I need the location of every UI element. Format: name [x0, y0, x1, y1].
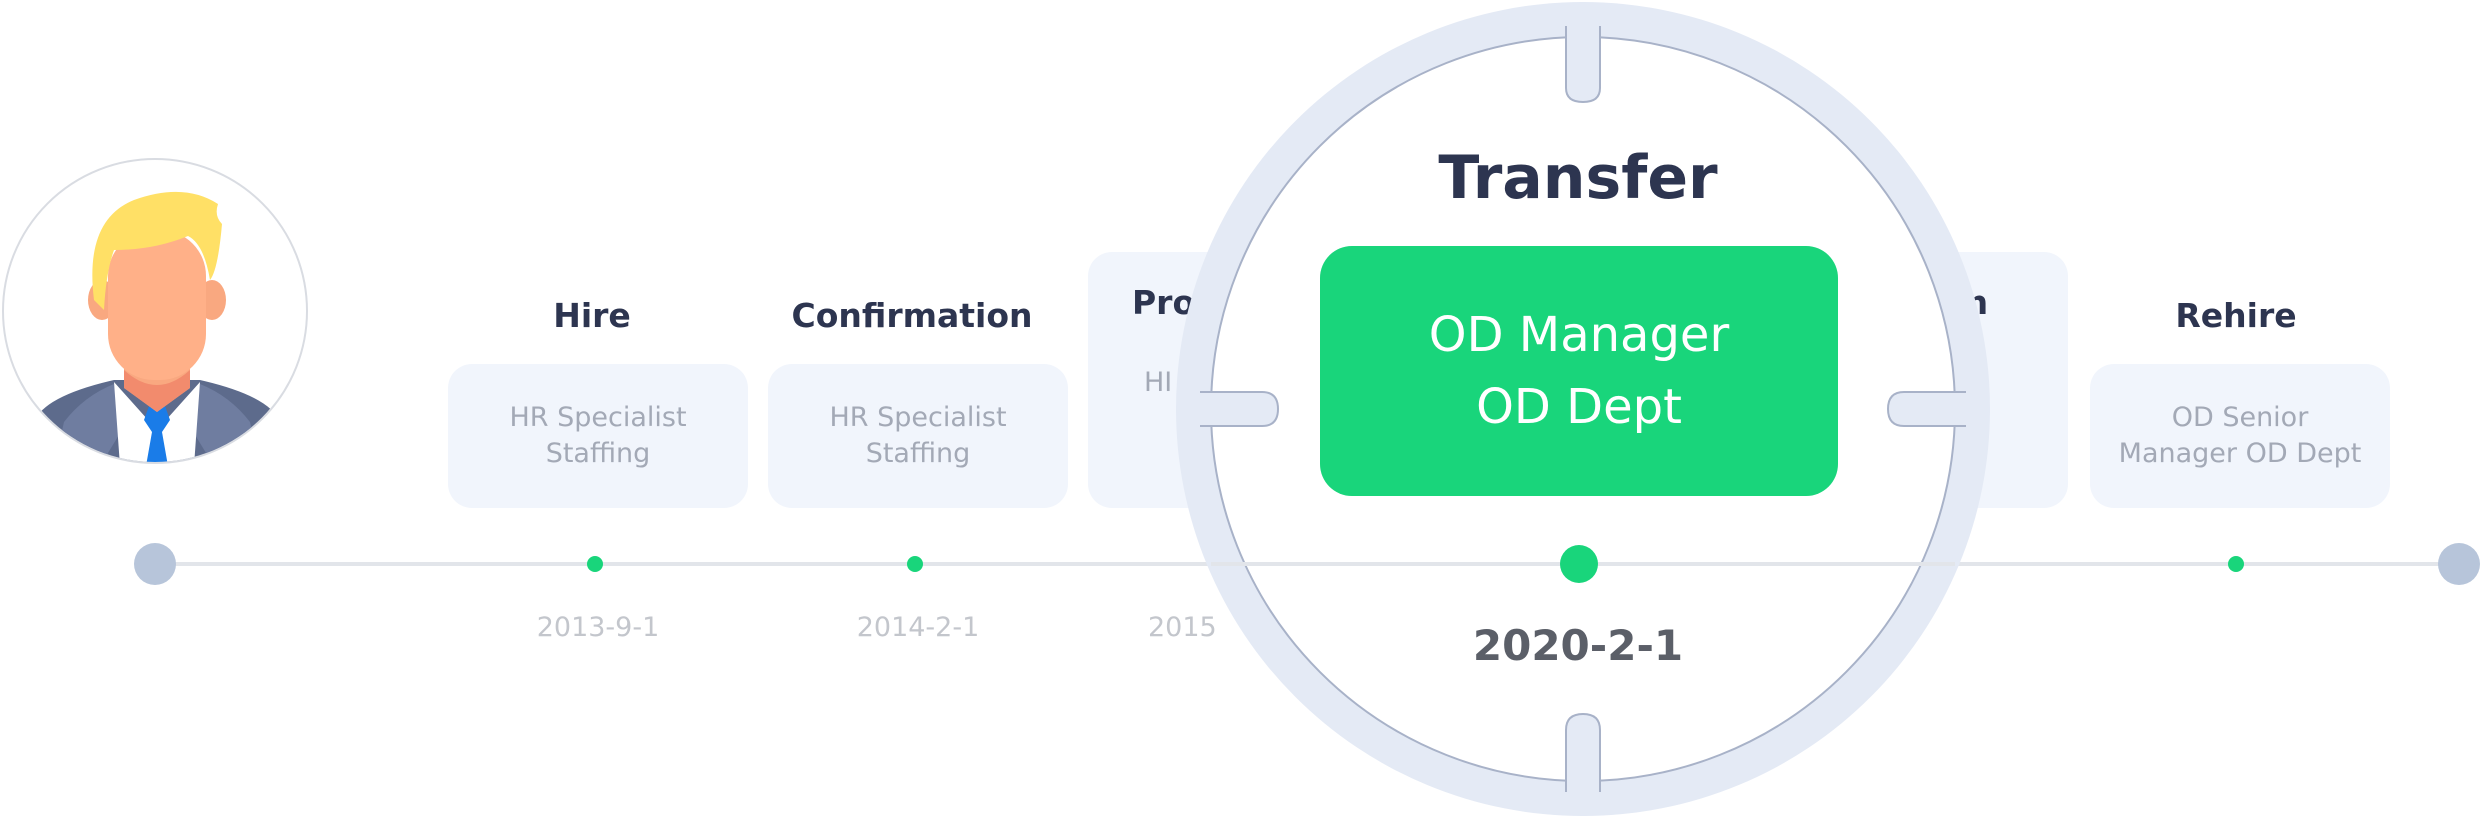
focus-card[interactable]: OD Manager OD Dept — [1320, 246, 1838, 496]
milestone-title: Confirmation — [791, 296, 1033, 335]
milestone-role: HR Specialist — [509, 402, 687, 433]
timeline-end-node — [2438, 543, 2480, 585]
milestone-date: 2014-2-1 — [856, 612, 980, 643]
milestone-card[interactable]: HR Specialist Staffing — [768, 364, 1068, 508]
avatar — [2, 158, 308, 464]
milestone-dot[interactable] — [907, 556, 923, 572]
milestone-title: Hire — [553, 296, 631, 335]
user-avatar-icon — [34, 191, 280, 462]
milestone-date: 2015 — [1148, 612, 1217, 643]
milestone-title: Pro — [1132, 283, 1196, 322]
timeline-start-node — [134, 543, 176, 585]
milestone-card[interactable]: HR Specialist Staffing — [448, 364, 748, 508]
focus-date: 2020-2-1 — [1472, 621, 1684, 670]
milestone-dept: Manager OD Dept — [2118, 438, 2362, 469]
focus-role: OD Manager — [1428, 307, 1730, 363]
milestone-role: HR Specialist — [829, 402, 1007, 433]
focus-dept: OD Dept — [1476, 379, 1682, 435]
milestone-date: 2013-9-1 — [536, 612, 660, 643]
milestone-dept: Staffing — [545, 438, 651, 469]
milestone-dept: Staffing — [865, 438, 971, 469]
milestone-card[interactable]: OD Senior Manager OD Dept — [2090, 364, 2390, 508]
milestone-dot[interactable] — [587, 556, 603, 572]
milestone-dot[interactable] — [2228, 556, 2244, 572]
focus-dot[interactable] — [1560, 545, 1598, 583]
milestone-role: OD Senior — [2171, 402, 2309, 433]
focus-title: Transfer — [1438, 143, 1718, 213]
milestone-role: HI — [1144, 367, 1173, 398]
milestone-title: Rehire — [2175, 296, 2297, 335]
